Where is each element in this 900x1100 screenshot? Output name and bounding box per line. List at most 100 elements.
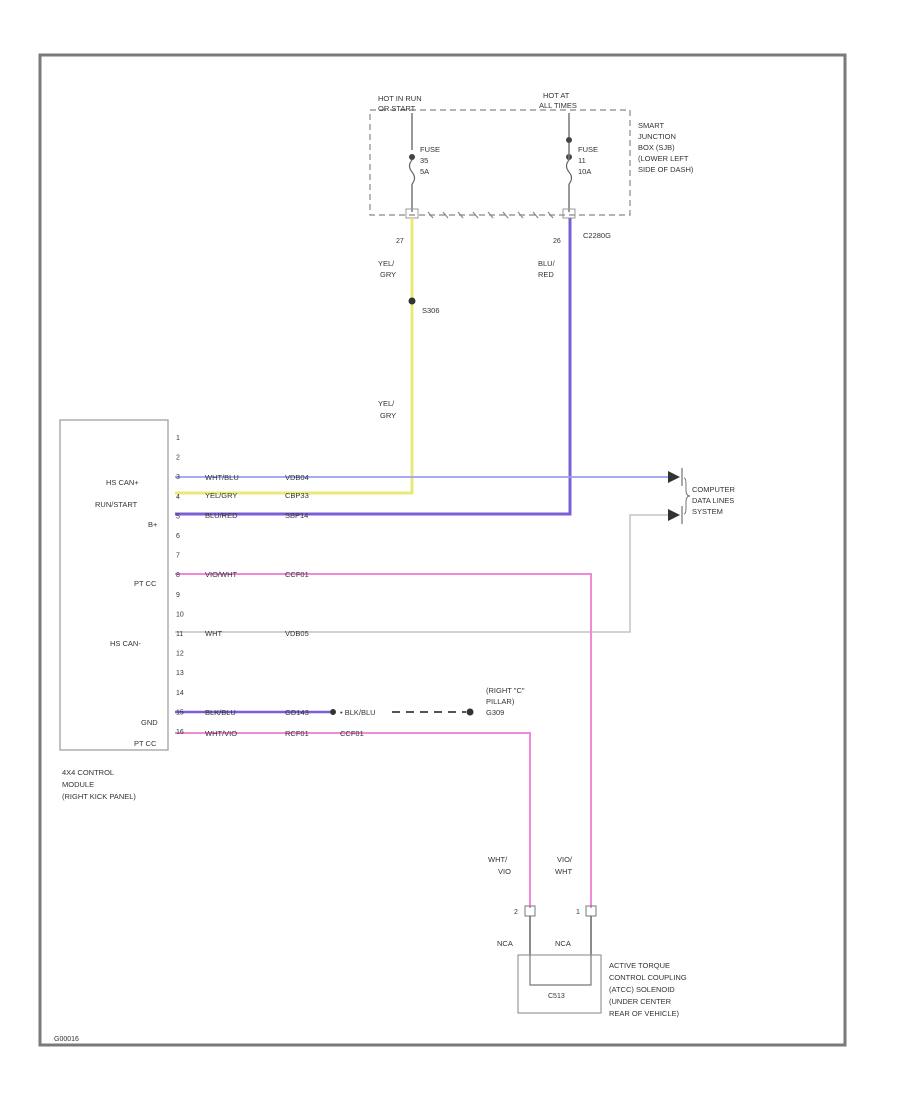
module-label-pt-cc: PT CC	[134, 579, 157, 588]
blu-red-1: BLU/	[538, 259, 556, 268]
circuit-pin8-id: CCF01	[285, 570, 309, 579]
circuit-pin16-color: WHT/VIO	[205, 729, 237, 738]
module-pin-3: 3	[176, 474, 180, 481]
module-pin-15: 15	[176, 709, 184, 716]
wire-blu-red	[175, 218, 572, 516]
yel-gry-upper-2: GRY	[380, 270, 396, 279]
coupling-pin-1: 1	[576, 909, 580, 916]
fuse-right-top-node	[566, 137, 572, 143]
ground-g309-node	[466, 708, 474, 716]
hot-in-run-label-1: HOT IN RUN	[378, 94, 422, 103]
module-pin-11: 11	[176, 631, 183, 638]
yel-gry-upper-1: YEL/	[378, 259, 395, 268]
coupling-wire-right-2: WHT	[555, 867, 572, 876]
arrow-computer-data-1	[668, 471, 680, 483]
module-pin-6: 6	[176, 533, 180, 540]
circuit-pin15-splice: • BLK/BLU	[340, 708, 376, 717]
circuit-pin3-color: WHT/BLU	[205, 473, 239, 482]
module-pin-7: 7	[176, 553, 180, 560]
circuit-pin15-id: GD143	[285, 708, 309, 717]
wire-wht-vio	[175, 732, 531, 908]
computer-data-label-2: DATA LINES	[692, 496, 734, 505]
module-pin-2: 2	[176, 455, 180, 462]
blu-red-2: RED	[538, 270, 554, 279]
sjb-connector-id: C2280G	[583, 231, 611, 240]
coupling-name-3: (ATCC) SOLENOID	[609, 985, 675, 994]
coupling-solenoid-symbol	[529, 955, 592, 986]
module-label-gnd: GND	[141, 718, 158, 727]
coupling-pin-2: 2	[514, 909, 518, 916]
coupling-name-5: REAR OF VEHICLE)	[609, 1009, 680, 1018]
module-pin-5: 5	[176, 513, 180, 520]
fuse-right-symbol	[565, 159, 573, 185]
fuse-left-symbol	[408, 159, 416, 185]
sjb-pin-27: 27	[396, 238, 404, 245]
wire-wht	[175, 514, 668, 633]
circuit-pin8-color: VIO/WHT	[205, 570, 237, 579]
module-pin-8: 8	[176, 572, 180, 579]
ground-splice-node	[330, 709, 336, 715]
module-label-b-plus: B+	[148, 520, 158, 529]
module-box	[59, 419, 169, 751]
module-pin-12: 12	[176, 651, 184, 658]
coupling-name-4: (UNDER CENTER	[609, 997, 672, 1006]
yel-gry-lower-2: GRY	[380, 411, 396, 420]
module-pin-1: 1	[176, 435, 180, 442]
coupling-wire-left-1: WHT/	[488, 855, 508, 864]
fuse-left-label-1: FUSE	[420, 145, 440, 154]
module-name-2: MODULE	[62, 780, 94, 789]
circuit-pin11-id: VDB05	[285, 629, 309, 638]
circuit-pin4-color: YEL/GRY	[205, 491, 237, 500]
circuit-pin16-id: RCF01	[285, 729, 309, 738]
coupling-name-1: ACTIVE TORQUE	[609, 961, 670, 970]
module-pin-14: 14	[176, 690, 184, 697]
fuse-right-label-3: 10A	[578, 167, 591, 176]
circuit-pin11-color: WHT	[205, 629, 222, 638]
coupling-name-2: CONTROL COUPLING	[609, 973, 687, 982]
fuse-left-node	[409, 154, 415, 160]
module-pin-13: 13	[176, 670, 184, 677]
ground-label-2: PILLAR)	[486, 697, 515, 706]
yel-gry-lower-1: YEL/	[378, 399, 395, 408]
module-pin-4: 4	[176, 494, 180, 501]
smart-junction-box	[369, 109, 631, 216]
arrow-computer-data-2	[668, 509, 680, 521]
sjb-pin-26: 26	[553, 238, 561, 245]
sjb-name-2: JUNCTION	[638, 132, 676, 141]
hot-at-all-label-1: HOT AT	[543, 91, 570, 100]
fuse-right-label-1: FUSE	[578, 145, 598, 154]
coupling-conn-left: NCA	[497, 939, 513, 948]
ground-label-3: G309	[486, 708, 504, 717]
sjb-name-1: SMART	[638, 121, 665, 130]
fuse-left-label-2: 35	[420, 156, 428, 165]
coupling-component-box	[517, 954, 602, 1014]
module-name-1: 4X4 CONTROL	[62, 768, 114, 777]
splice-s306-node	[408, 297, 416, 305]
module-pin-9: 9	[176, 592, 180, 599]
diagram-frame	[38, 53, 847, 1047]
computer-data-label-3: SYSTEM	[692, 507, 723, 516]
hot-in-run-label-2: OR START	[378, 104, 416, 113]
module-label-run-start: RUN/START	[95, 500, 138, 509]
module-pin-10: 10	[176, 611, 184, 618]
computer-data-label-1: COMPUTER	[692, 485, 736, 494]
circuit-pin4-id: CBP33	[285, 491, 309, 500]
module-label-hs-can-minus: HS CAN-	[110, 639, 141, 648]
circuit-pin3-id: VDB04	[285, 473, 309, 482]
fuse-right-label-2: 11	[578, 156, 586, 165]
module-pin-16: 16	[176, 729, 184, 736]
sjb-name-5: SIDE OF DASH)	[638, 165, 694, 174]
coupling-wire-left-2: VIO	[498, 867, 511, 876]
sjb-name-3: BOX (SJB)	[638, 143, 675, 152]
ground-label-1: (RIGHT "C"	[486, 686, 525, 695]
coupling-conn-right: NCA	[555, 939, 571, 948]
wire-vio-wht	[175, 573, 592, 908]
fuse-left-label-3: 5A	[420, 167, 429, 176]
sjb-name-4: (LOWER LEFT	[638, 154, 689, 163]
wire-yel-gry	[175, 218, 414, 495]
diagram-id: G00016	[54, 1036, 79, 1043]
coupling-wire-right-1: VIO/	[557, 855, 573, 864]
splice-s306-label: S306	[422, 306, 440, 315]
